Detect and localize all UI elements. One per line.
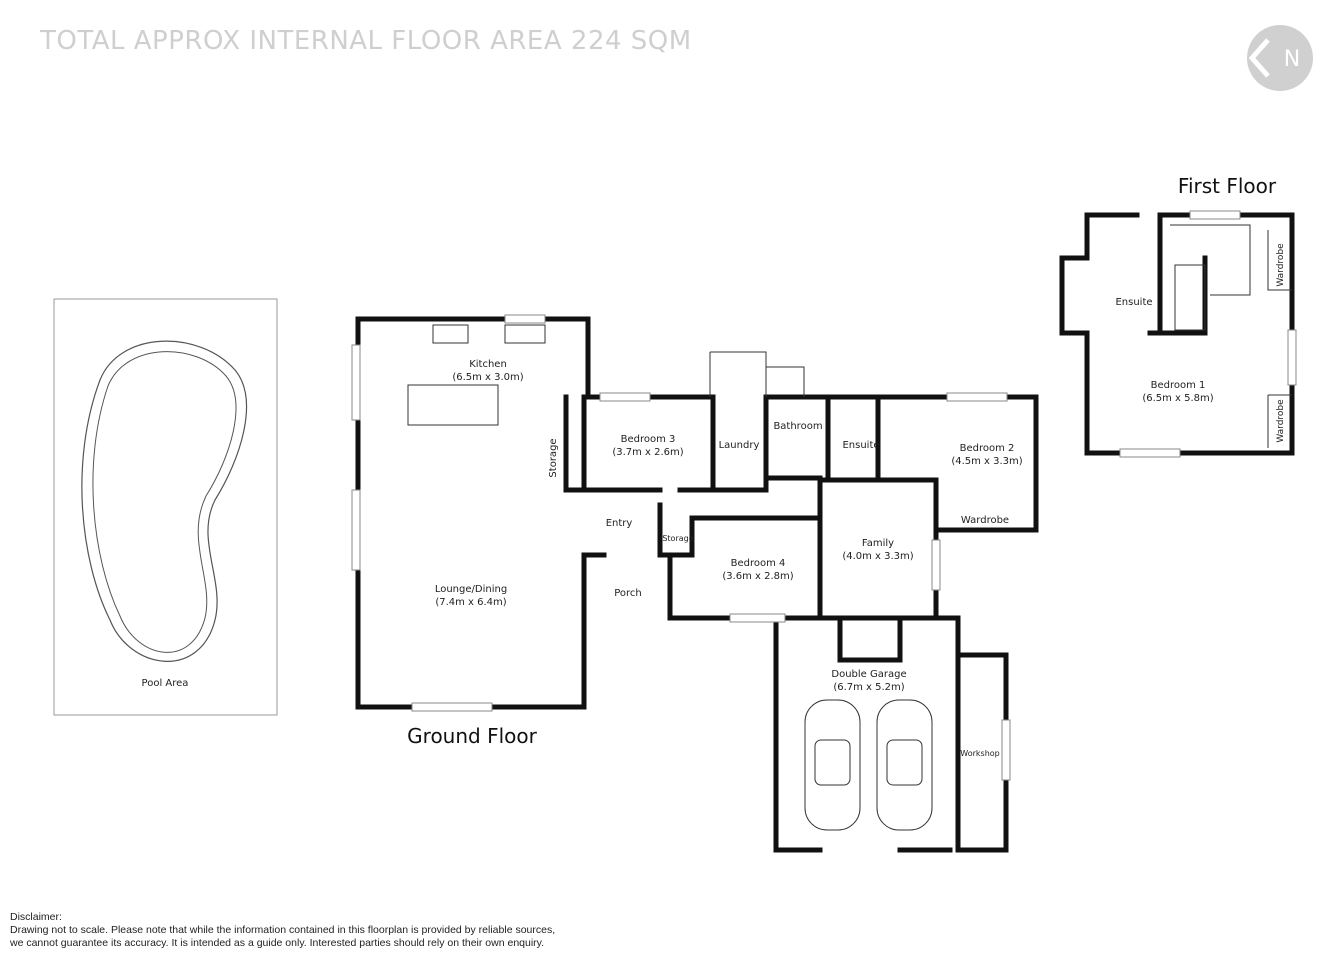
laundry-label: Laundry: [719, 440, 760, 451]
pool-area: Pool Area: [53, 298, 278, 716]
porch-label: Porch: [614, 588, 642, 599]
family-label: Family: [862, 538, 894, 549]
bedroom1-wardrobe-top-label: Wardrobe: [1276, 243, 1286, 287]
kitchen-size: (6.5m x 3.0m): [452, 372, 523, 383]
bedroom2-wardrobe-label: Wardrobe: [961, 515, 1009, 526]
disclaimer-heading: Disclaimer:: [10, 911, 62, 923]
first-ensuite-label: Ensuite: [1115, 297, 1152, 308]
bedroom2-size: (4.5m x 3.3m): [951, 456, 1022, 467]
bedroom1-size: (6.5m x 5.8m): [1142, 393, 1213, 404]
total-floor-area-title: TOTAL APPROX INTERNAL FLOOR AREA 224 SQM: [40, 26, 692, 56]
garage-size: (6.7m x 5.2m): [833, 682, 904, 693]
workshop-label: Workshop: [960, 749, 999, 758]
first-floor-heading: First Floor: [1178, 174, 1277, 198]
ground-floor-heading: Ground Floor: [407, 724, 537, 748]
first-floor-walls: [1059, 210, 1297, 458]
garage-label: Double Garage: [831, 669, 906, 680]
entry-label: Entry: [606, 518, 633, 529]
bedroom1-label: Bedroom 1: [1151, 380, 1206, 391]
kitchen-storage-label: Storage: [548, 438, 559, 477]
car-icon: [804, 699, 861, 831]
bedroom4-label: Bedroom 4: [731, 558, 786, 569]
disclaimer-line-1: Drawing not to scale. Please note that w…: [10, 924, 556, 936]
ground-floor-walls: [351, 314, 1039, 853]
ground-ensuite-label: Ensuite: [842, 440, 879, 451]
kitchen-label: Kitchen: [469, 359, 507, 370]
family-size: (4.0m x 3.3m): [842, 551, 913, 562]
bedroom2-label: Bedroom 2: [960, 443, 1015, 454]
car-icon: [876, 699, 933, 831]
compass-letter: N: [1284, 47, 1300, 72]
disclaimer: Disclaimer: Drawing not to scale. Please…: [10, 911, 555, 950]
bathroom-label: Bathroom: [773, 421, 822, 432]
lounge-label: Lounge/Dining: [435, 584, 507, 595]
entry-storage-label: Storage: [662, 534, 693, 543]
disclaimer-line-2: we cannot guarantee its accuracy. It is …: [10, 937, 545, 949]
lounge-size: (7.4m x 6.4m): [435, 597, 506, 608]
bedroom4-size: (3.6m x 2.8m): [722, 571, 793, 582]
north-arrow-icon: N: [1247, 25, 1313, 91]
pool-label: Pool Area: [142, 678, 189, 689]
bedroom3-label: Bedroom 3: [621, 434, 676, 445]
bedroom1-wardrobe-bottom-label: Wardrobe: [1276, 399, 1286, 443]
bedroom3-size: (3.7m x 2.6m): [612, 447, 683, 458]
